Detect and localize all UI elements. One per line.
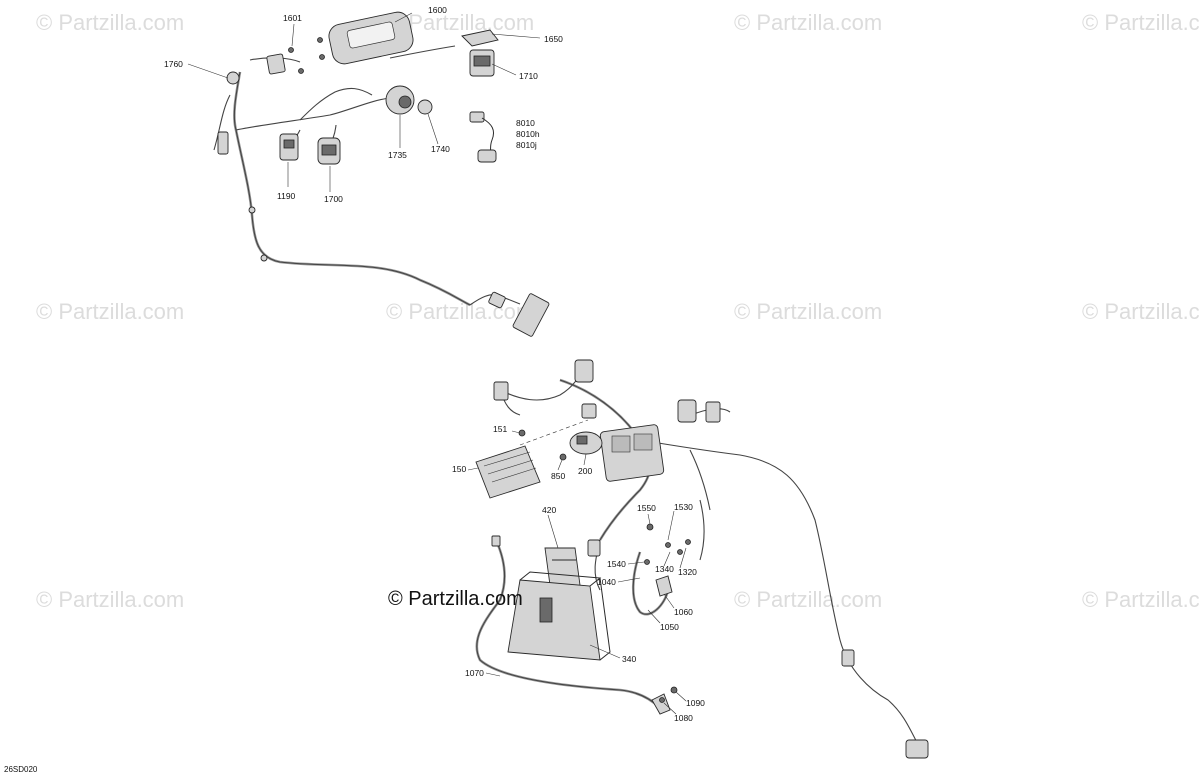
watermark: © Partzilla.com bbox=[36, 299, 184, 324]
connector-1700 bbox=[317, 137, 341, 165]
grommet-1740 bbox=[417, 99, 433, 115]
cable-1050 bbox=[631, 551, 670, 616]
watermark: © Partzilla.com bbox=[1082, 299, 1200, 324]
label-1550: 1550 bbox=[637, 503, 656, 513]
cable-1070 bbox=[475, 535, 671, 715]
label-850: 850 bbox=[551, 471, 565, 481]
watermark: © Partzilla.com bbox=[734, 587, 882, 612]
label-1740: 1740 bbox=[431, 144, 450, 154]
watermark: © Partzilla.com bbox=[36, 10, 184, 35]
display-gauge bbox=[328, 11, 414, 65]
watermark: © Partzilla.com bbox=[1082, 10, 1200, 35]
label-420: 420 bbox=[542, 505, 556, 515]
label-1050: 1050 bbox=[660, 622, 679, 632]
label-151: 151 bbox=[493, 424, 507, 434]
label-1060: 1060 bbox=[674, 607, 693, 617]
label-8010h: 8010h bbox=[516, 129, 540, 139]
label-1320: 1320 bbox=[678, 567, 697, 577]
label-1070: 1070 bbox=[465, 668, 484, 678]
part-labels: 1600 1601 1650 1710 1760 1735 1740 8010 … bbox=[164, 5, 705, 723]
terminal-1060 bbox=[655, 575, 673, 597]
label-1090: 1090 bbox=[686, 698, 705, 708]
label-1340: 1340 bbox=[655, 564, 674, 574]
bracket-1650 bbox=[461, 29, 499, 47]
tether-switch-8010 bbox=[469, 111, 497, 163]
label-1760: 1760 bbox=[164, 59, 183, 69]
watermark: © Partzilla.com bbox=[36, 587, 184, 612]
label-1710: 1710 bbox=[519, 71, 538, 81]
leader-lines bbox=[187, 12, 687, 715]
lower-harness bbox=[493, 359, 929, 759]
regulator-150 bbox=[475, 419, 589, 499]
label-1080: 1080 bbox=[674, 713, 693, 723]
label-1040: 1040 bbox=[597, 577, 616, 587]
copyright-notice: © Partzilla.com bbox=[388, 588, 523, 610]
label-200: 200 bbox=[578, 466, 592, 476]
label-1600: 1600 bbox=[428, 5, 447, 15]
lamp-socket-1735 bbox=[385, 85, 415, 115]
watermark: © Partzilla.com bbox=[734, 299, 882, 324]
watermark-layer: © Partzilla.com © Partzilla.com © Partzi… bbox=[36, 10, 1200, 612]
label-1735: 1735 bbox=[388, 150, 407, 160]
label-1700: 1700 bbox=[324, 194, 343, 204]
solenoid-200 bbox=[569, 431, 603, 455]
screws-lower bbox=[644, 523, 691, 703]
connector-1190 bbox=[279, 133, 299, 161]
label-1650: 1650 bbox=[544, 34, 563, 44]
nut-850 bbox=[559, 453, 567, 461]
label-1540: 1540 bbox=[607, 559, 626, 569]
label-1530: 1530 bbox=[674, 502, 693, 512]
label-340: 340 bbox=[622, 654, 636, 664]
screws-1601 bbox=[288, 37, 325, 74]
label-150: 150 bbox=[452, 464, 466, 474]
battery-340 bbox=[507, 571, 611, 661]
label-1190: 1190 bbox=[277, 191, 296, 201]
watermark: © Partzilla.com bbox=[734, 10, 882, 35]
label-8010j: 8010j bbox=[516, 140, 537, 150]
label-1601: 1601 bbox=[283, 13, 302, 23]
watermark: © Partzilla.com bbox=[386, 299, 534, 324]
diagram-code: 26SD020 bbox=[4, 765, 38, 774]
watermark: © Partzilla.com bbox=[1082, 587, 1200, 612]
label-8010: 8010 bbox=[516, 118, 535, 128]
connector-1710 bbox=[469, 49, 495, 77]
upper-harness bbox=[213, 45, 550, 337]
